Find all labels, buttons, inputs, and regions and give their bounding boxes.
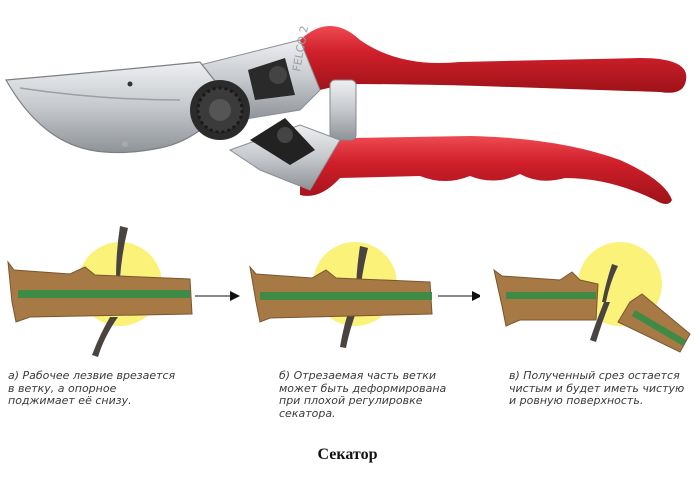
spring [329,79,357,141]
blade-lower [92,317,118,357]
blade-upper [602,264,618,302]
pruning-shears-illustration: FELCO 2 [5,25,687,204]
step-c-caption: в) Полученный срез остается чистым и буд… [509,369,685,407]
step-a-illustration [7,226,240,357]
branch-core [18,290,190,298]
step-b-caption: б) Отрезаемая часть ветки может быть деф… [279,369,447,420]
step-a-caption: а) Рабочее лезвие врезается в ветку, а о… [8,369,176,407]
lower-handle [300,136,672,204]
branch-core-right [632,310,686,346]
branch-core [260,292,432,300]
step-b-illustration [249,242,480,348]
step-c-illustration [493,242,691,353]
blade-lower [590,302,610,342]
arrow-head [230,291,240,301]
arrow-head [472,291,480,301]
branch-core-left [506,292,596,299]
figure-title: Секатор [317,446,378,463]
blade-upper [116,226,128,278]
cutting-blade [5,61,231,154]
upper-handle [300,26,687,93]
